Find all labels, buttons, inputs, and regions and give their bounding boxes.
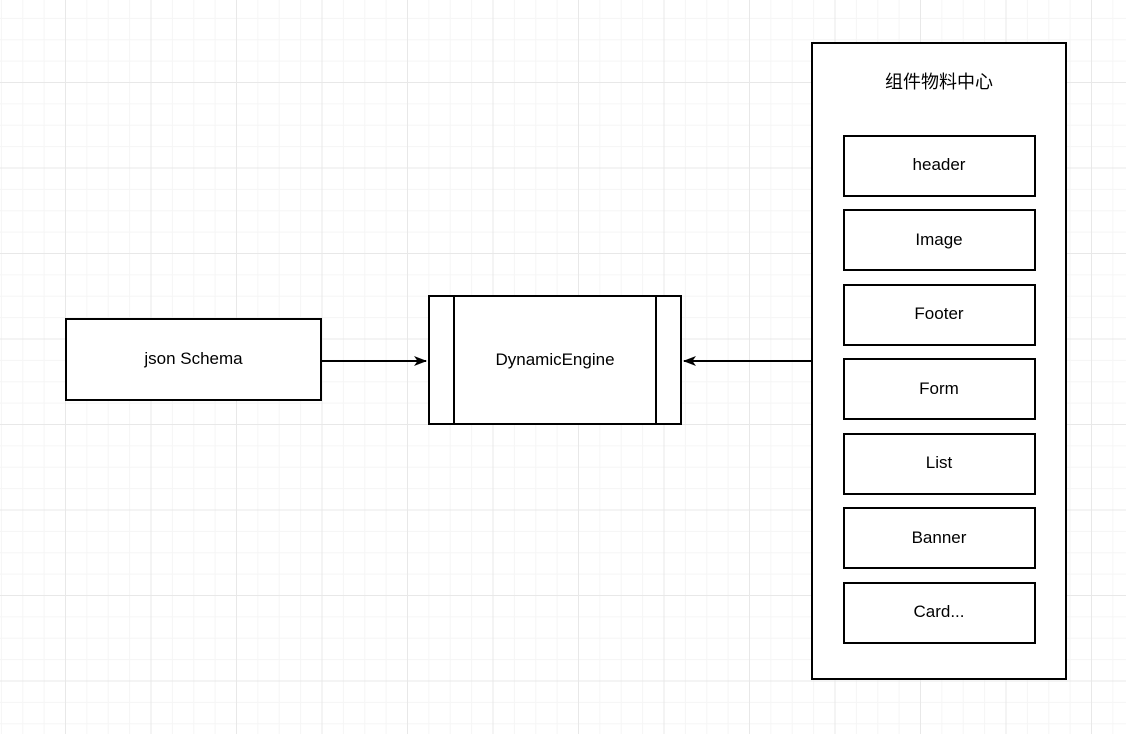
component-item-card[interactable]: Card... — [842, 581, 1036, 644]
component-item-label: Banner — [911, 527, 967, 547]
dynamic-engine-label: DynamicEngine — [495, 349, 615, 369]
component-item-list[interactable]: List — [842, 432, 1036, 495]
process-bar-right — [655, 297, 657, 423]
component-item-label: Footer — [914, 304, 964, 324]
component-item-banner[interactable]: Banner — [842, 507, 1036, 570]
component-item-footer[interactable]: Footer — [842, 283, 1036, 346]
component-item-label: List — [925, 453, 953, 473]
json-schema-node[interactable]: json Schema — [65, 318, 322, 401]
component-item-form[interactable]: Form — [842, 358, 1036, 421]
component-item-image[interactable]: Image — [842, 209, 1036, 272]
component-item-label: Form — [919, 378, 959, 398]
component-center-title: 组件物料中心 — [885, 72, 993, 92]
component-center-items: header Image Footer Form List Banner Car… — [842, 134, 1036, 644]
dynamic-engine-node[interactable]: DynamicEngine — [428, 295, 682, 425]
component-center-container[interactable]: 组件物料中心 header Image Footer Form List Ban… — [811, 42, 1067, 680]
json-schema-label: json Schema — [144, 349, 243, 369]
component-item-header[interactable]: header — [842, 134, 1036, 197]
component-item-label: Image — [915, 229, 963, 249]
process-bar-left — [453, 297, 455, 423]
component-item-label: header — [912, 155, 966, 175]
component-item-label: Card... — [913, 602, 965, 622]
